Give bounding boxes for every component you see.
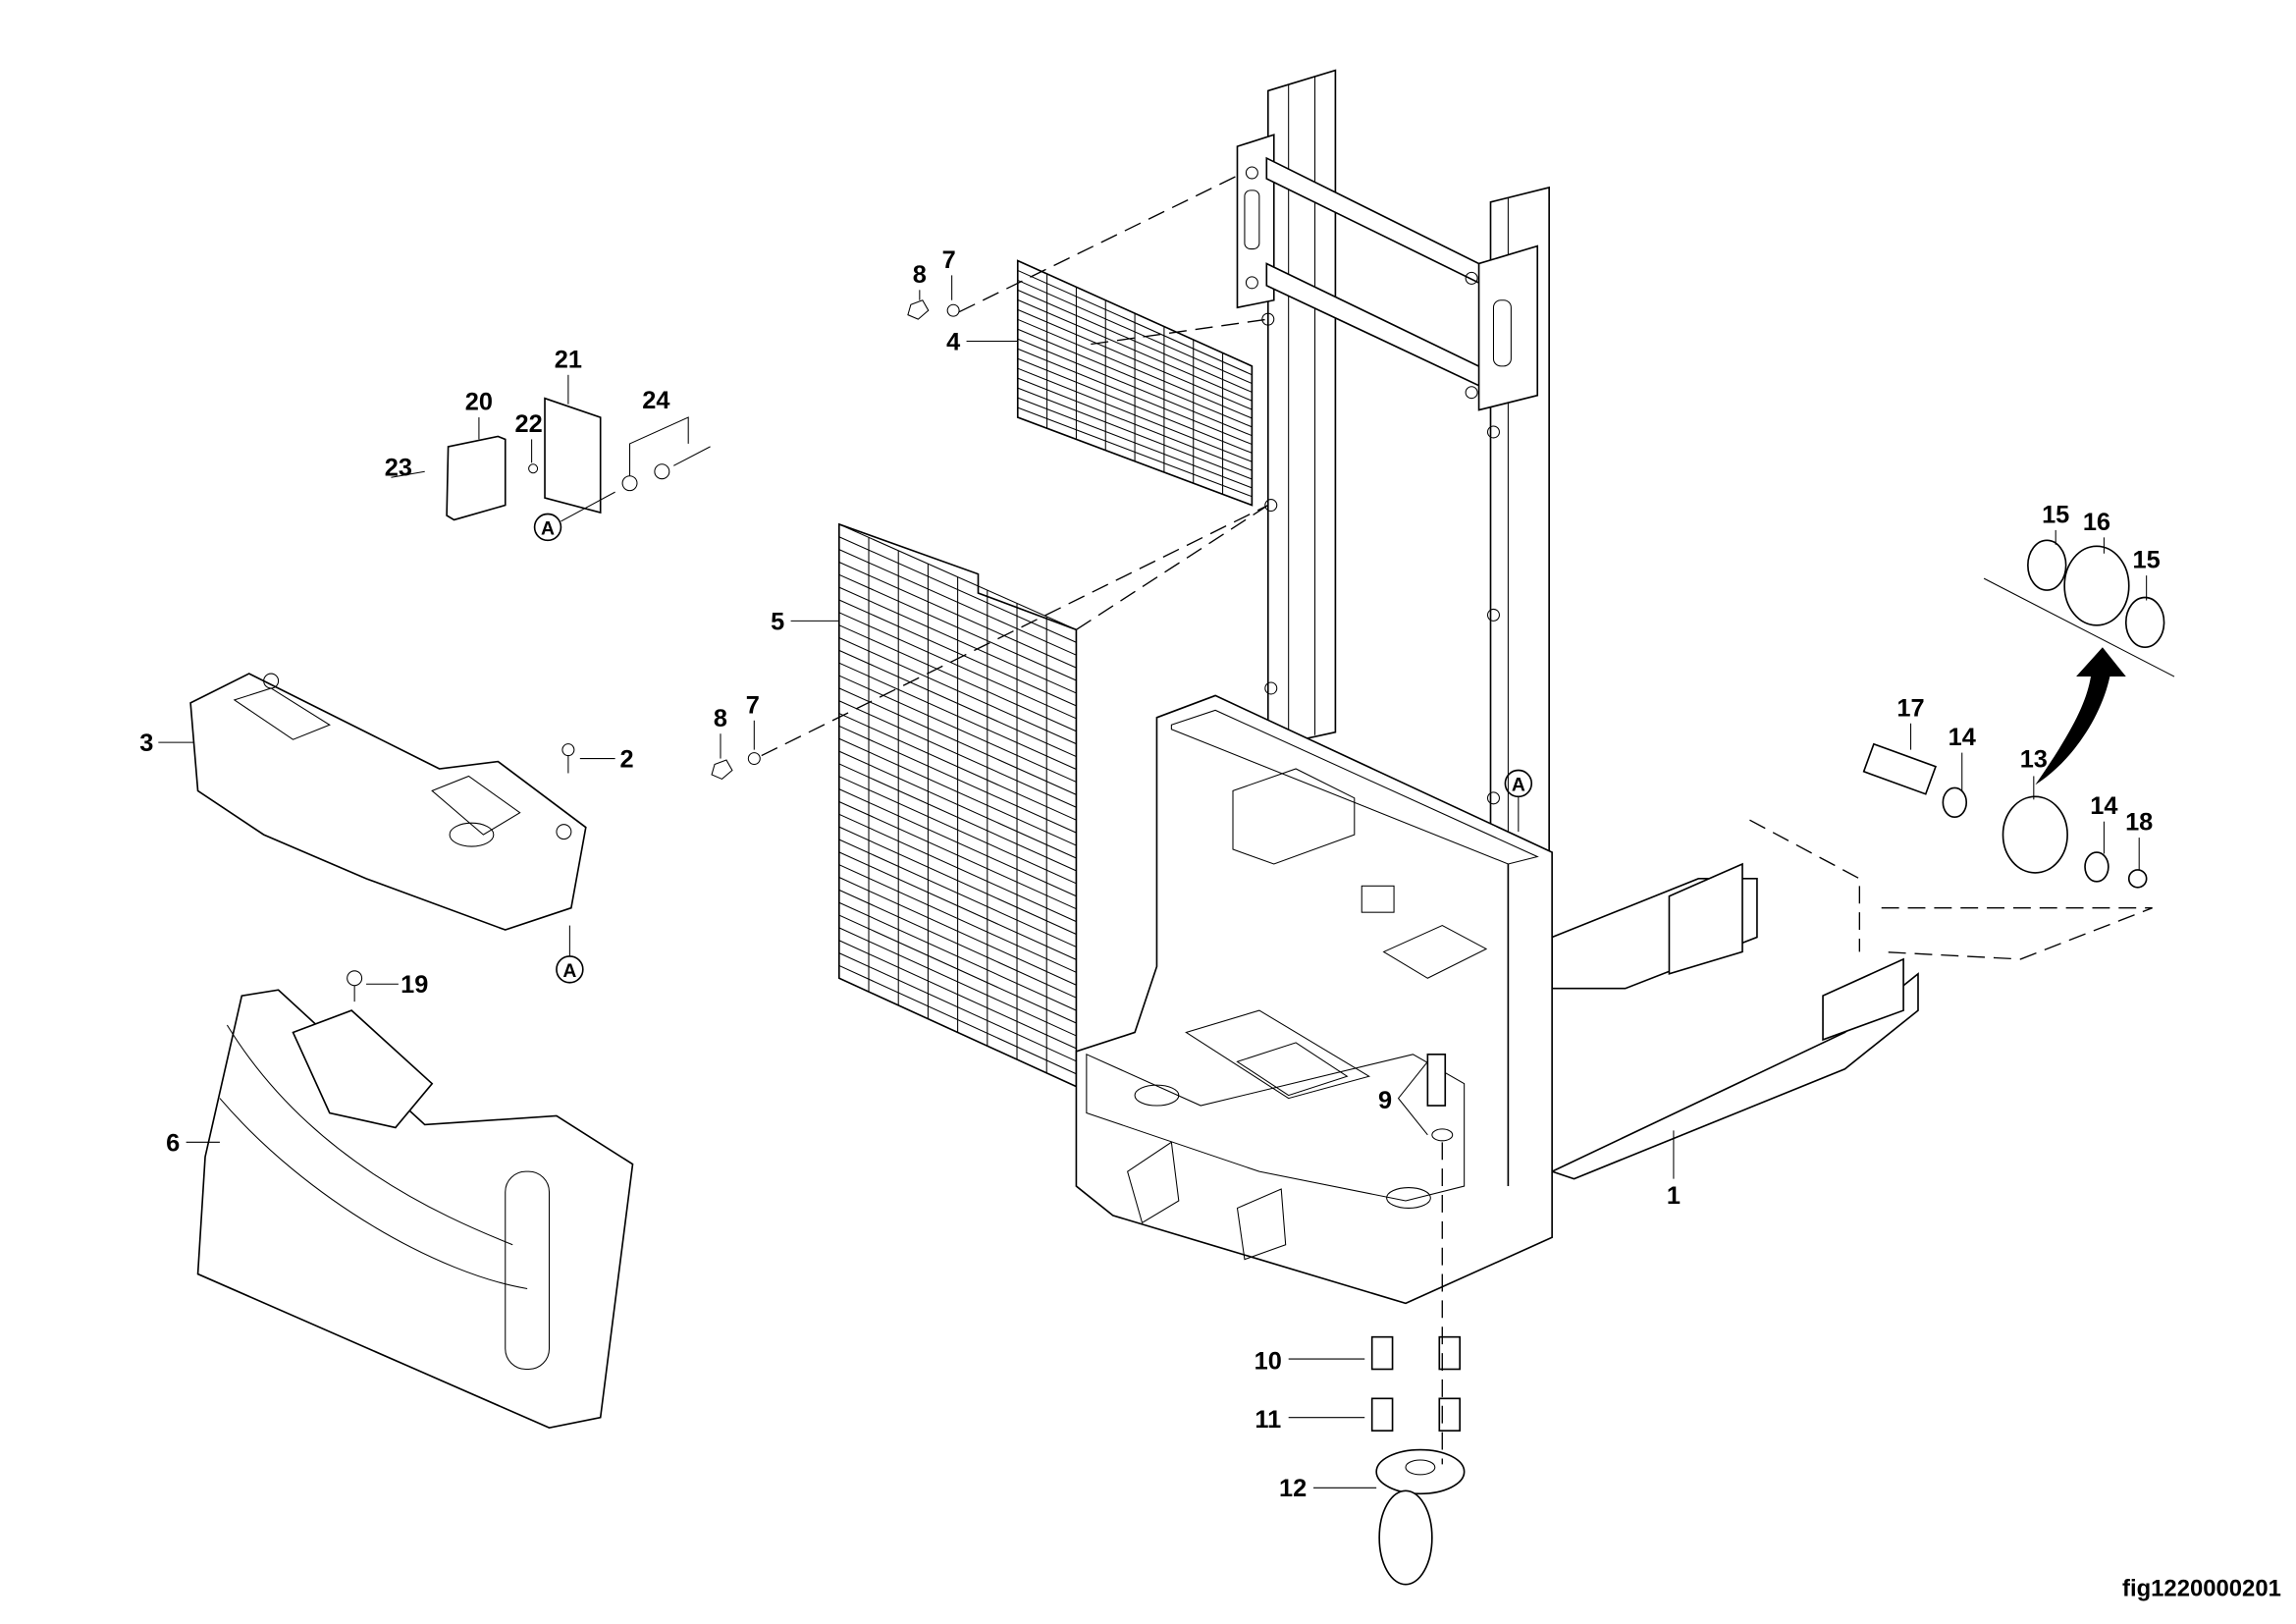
callout-11: 11 [1255, 1406, 1365, 1434]
callout-7b: 7 [746, 691, 760, 750]
callout-21: 21 [555, 346, 582, 405]
callout-15b: 15 [2133, 547, 2161, 601]
svg-text:6: 6 [166, 1129, 180, 1157]
svg-text:A: A [1512, 774, 1525, 795]
detail-ref-a3: A [1504, 769, 1533, 833]
svg-text:A: A [541, 517, 555, 539]
callout-17: 17 [1896, 694, 1925, 750]
callout-14b: 14 [2090, 792, 2118, 854]
callout-20: 20 [465, 389, 493, 440]
svg-text:14: 14 [1949, 724, 1976, 751]
callout-18: 18 [2125, 809, 2153, 870]
svg-text:15: 15 [2042, 501, 2069, 528]
top-cover [189, 673, 587, 931]
svg-text:15: 15 [2133, 547, 2161, 574]
callout-12: 12 [1279, 1475, 1377, 1502]
callout-23: 23 [385, 455, 412, 482]
callout-4: 4 [946, 328, 1018, 355]
callouts: 1 2 3 4 5 6 7 8 7 8 9 10 11 12 13 14 14 … [139, 246, 2160, 1502]
callout-8b: 8 [714, 705, 727, 759]
callout-6: 6 [166, 1129, 220, 1157]
callout-22: 22 [515, 410, 543, 463]
svg-text:18: 18 [2125, 809, 2153, 837]
svg-text:21: 21 [555, 346, 582, 373]
svg-text:17: 17 [1896, 694, 1924, 722]
chassis [1075, 694, 1553, 1305]
svg-text:13: 13 [2020, 746, 2048, 774]
callout-9: 9 [1378, 1060, 1428, 1136]
callout-7a: 7 [942, 246, 956, 300]
callout-3: 3 [139, 730, 194, 757]
callout-13: 13 [2020, 746, 2048, 800]
roller-assembly [1749, 539, 2175, 960]
svg-text:2: 2 [619, 746, 633, 774]
front-cover [196, 989, 634, 1430]
svg-text:A: A [562, 960, 576, 982]
detail-ref-a2: A [556, 925, 584, 984]
svg-text:4: 4 [946, 328, 960, 355]
callout-5: 5 [771, 608, 839, 635]
svg-text:23: 23 [385, 455, 412, 482]
svg-text:7: 7 [942, 246, 956, 274]
svg-text:22: 22 [515, 410, 543, 438]
callout-1: 1 [1667, 1130, 1681, 1210]
caster-assembly [1370, 1054, 1466, 1586]
svg-text:24: 24 [642, 387, 669, 414]
callout-2: 2 [579, 746, 634, 774]
svg-text:20: 20 [465, 389, 493, 416]
svg-text:11: 11 [1255, 1406, 1281, 1434]
callout-8a: 8 [913, 261, 927, 300]
callout-16: 16 [2083, 509, 2110, 554]
svg-text:7: 7 [746, 691, 760, 719]
svg-text:8: 8 [714, 705, 727, 732]
callout-15a: 15 [2042, 501, 2069, 545]
svg-text:12: 12 [1279, 1475, 1307, 1502]
svg-text:9: 9 [1378, 1087, 1392, 1114]
svg-text:1: 1 [1667, 1182, 1681, 1210]
svg-text:10: 10 [1255, 1347, 1282, 1375]
detail-ref-a1: A [533, 491, 615, 542]
figure-id: fig1220000201 [2122, 1576, 2281, 1602]
svg-text:16: 16 [2083, 509, 2110, 536]
arrow-icon [2035, 647, 2126, 785]
svg-text:14: 14 [2090, 792, 2117, 820]
svg-text:8: 8 [913, 261, 927, 289]
nut-washer-fasteners [347, 299, 960, 1002]
callout-10: 10 [1255, 1347, 1365, 1375]
svg-text:19: 19 [400, 971, 428, 999]
svg-text:3: 3 [139, 730, 153, 757]
forks [1549, 862, 1919, 1180]
grille-lower [837, 522, 1078, 1088]
callout-14a: 14 [1949, 724, 1976, 791]
grille-upper [1016, 259, 1254, 507]
svg-text:5: 5 [771, 608, 784, 635]
callout-24: 24 [629, 387, 689, 476]
assembly-lines [761, 175, 1269, 757]
control-box-assembly [391, 397, 711, 521]
callout-19: 19 [366, 971, 428, 999]
